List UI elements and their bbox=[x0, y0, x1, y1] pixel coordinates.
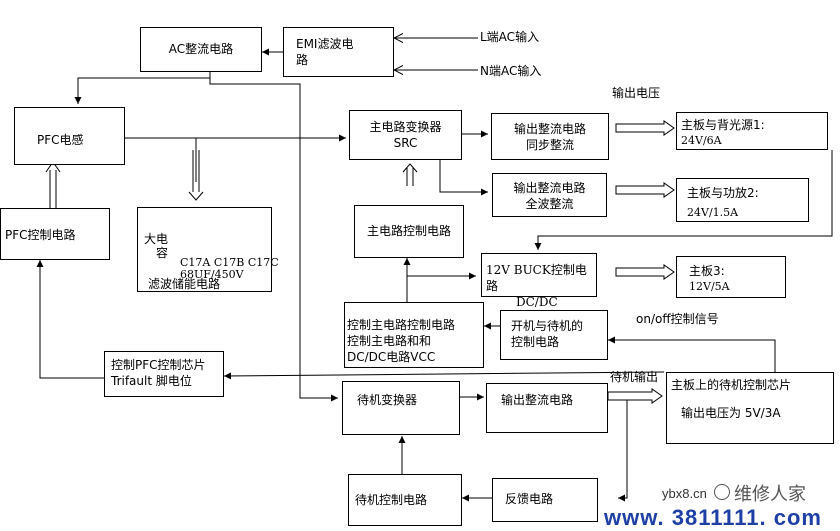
output-3-label: 主板3: bbox=[689, 264, 725, 278]
wechat-icon bbox=[714, 484, 730, 500]
output-1-rating: 24V/6A bbox=[681, 134, 722, 147]
watermark-site: ybx8.cn bbox=[662, 486, 707, 501]
power-standby-label-1: 开机与待机的 bbox=[511, 319, 584, 333]
output-2-label: 主板与功放2: bbox=[687, 186, 759, 200]
pfc-chip-label-2: Trifault 脚电位 bbox=[111, 374, 192, 388]
buck-label-1: 12V BUCK控制电路 bbox=[486, 263, 587, 293]
bulk-capacitor-label-1: 大电 bbox=[144, 232, 169, 246]
standby-chip-label-1: 主板上的待机控制芯片 bbox=[671, 378, 792, 392]
emi-filter-label-2: 路 bbox=[296, 53, 309, 67]
vcc-control-block: 控制主电路控制电路 控制主电路和和 DC/DC电路VCC bbox=[344, 302, 484, 368]
output-rectifier-fullwave-label-2: 全波整流 bbox=[525, 197, 574, 211]
output-rectifier-fullwave-block: 输出整流电路 全波整流 bbox=[492, 173, 607, 217]
bulk-capacitor-desc: 滤波储能电路 bbox=[148, 277, 221, 291]
l-ac-input-label: L端AC输入 bbox=[480, 30, 540, 44]
output-rectifier-sync-block: 输出整流电路 同步整流 bbox=[491, 113, 609, 160]
main-converter-label-1: 主电路变换器 bbox=[369, 120, 442, 134]
standby-chip-label-2: 输出电压为 5V/3A bbox=[681, 406, 781, 420]
vcc-control-label-2: 控制主电路和和 bbox=[347, 334, 432, 348]
ac-rectifier-block: AC整流电路 bbox=[140, 27, 262, 72]
vcc-control-label-1: 控制主电路控制电路 bbox=[347, 318, 456, 332]
watermark-brand: 维修人家 bbox=[734, 484, 806, 504]
output-3-block: 主板3: 12V/5A bbox=[676, 256, 786, 298]
onoff-signal-label: on/off控制信号 bbox=[636, 312, 719, 326]
standby-chip-block: 主板上的待机控制芯片 输出电压为 5V/3A bbox=[666, 372, 834, 444]
standby-control-block: 待机控制电路 bbox=[348, 474, 462, 526]
output-rectifier-sync-label-1: 输出整流电路 bbox=[513, 122, 586, 136]
pfc-inductor-label: PFC电感 bbox=[37, 133, 84, 147]
n-ac-input-label: N端AC输入 bbox=[480, 64, 542, 78]
standby-output-rectifier-block: 输出整流电路 bbox=[486, 383, 608, 433]
output-2-block: 主板与功放2: 24V/1.5A bbox=[676, 178, 809, 222]
bulk-capacitor-block: 大电 容 C17A C17B C17C 68UF/450V 滤波储能电路 bbox=[137, 207, 279, 292]
standby-converter-label: 待机变换器 bbox=[357, 393, 418, 407]
pfc-chip-label-1: 控制PFC控制芯片 bbox=[111, 358, 206, 372]
emi-filter-label-1: EMI滤波电 bbox=[296, 37, 354, 51]
output-1-label: 主板与背光源1: bbox=[681, 118, 765, 132]
output-rectifier-sync-label-2: 同步整流 bbox=[525, 138, 574, 152]
standby-converter-block: 待机变换器 bbox=[342, 381, 460, 435]
power-standby-control-block: 开机与待机的 控制电路 bbox=[500, 310, 608, 360]
feedback-block: 反馈电路 bbox=[492, 478, 598, 522]
buck-control-block: 12V BUCK控制电路 DC/DC bbox=[481, 253, 597, 309]
output-rectifier-fullwave-label-1: 输出整流电路 bbox=[513, 181, 586, 195]
pfc-chip-control-block: 控制PFC控制芯片 Trifault 脚电位 bbox=[104, 351, 224, 397]
watermark-url: www. 3811111. com bbox=[604, 505, 822, 530]
main-control-block: 主电路控制电路 bbox=[354, 205, 464, 258]
output-1-block: 主板与背光源1: 24V/6A bbox=[676, 112, 828, 150]
emi-filter-block: EMI滤波电 路 bbox=[283, 27, 394, 77]
main-control-label: 主电路控制电路 bbox=[366, 224, 451, 238]
ac-rectifier-label: AC整流电路 bbox=[168, 42, 234, 56]
pfc-control-label: PFC控制电路 bbox=[5, 228, 76, 242]
bulk-capacitor-rating: 68UF/450V bbox=[180, 268, 244, 281]
standby-control-label: 待机控制电路 bbox=[355, 493, 428, 507]
main-converter-label-2: SRC bbox=[393, 136, 418, 150]
standby-output-rectifier-label: 输出整流电路 bbox=[501, 393, 574, 407]
output-voltage-header: 输出电压 bbox=[612, 86, 661, 100]
standby-output-label: 待机输出 bbox=[610, 370, 659, 384]
main-converter-block: 主电路变换器 SRC bbox=[349, 110, 462, 160]
buck-label-2: DC/DC bbox=[516, 295, 558, 309]
vcc-control-label-3: DC/DC电路VCC bbox=[347, 350, 436, 364]
pfc-inductor-block: PFC电感 bbox=[14, 107, 125, 165]
feedback-label: 反馈电路 bbox=[505, 492, 554, 506]
pfc-control-block: PFC控制电路 bbox=[0, 208, 110, 260]
power-standby-label-2: 控制电路 bbox=[511, 335, 560, 349]
output-3-rating: 12V/5A bbox=[689, 280, 730, 293]
output-2-rating: 24V/1.5A bbox=[687, 206, 739, 219]
bulk-capacitor-label-2: 容 bbox=[156, 246, 169, 260]
bulk-capacitor-parts: C17A C17B C17C bbox=[180, 256, 279, 269]
